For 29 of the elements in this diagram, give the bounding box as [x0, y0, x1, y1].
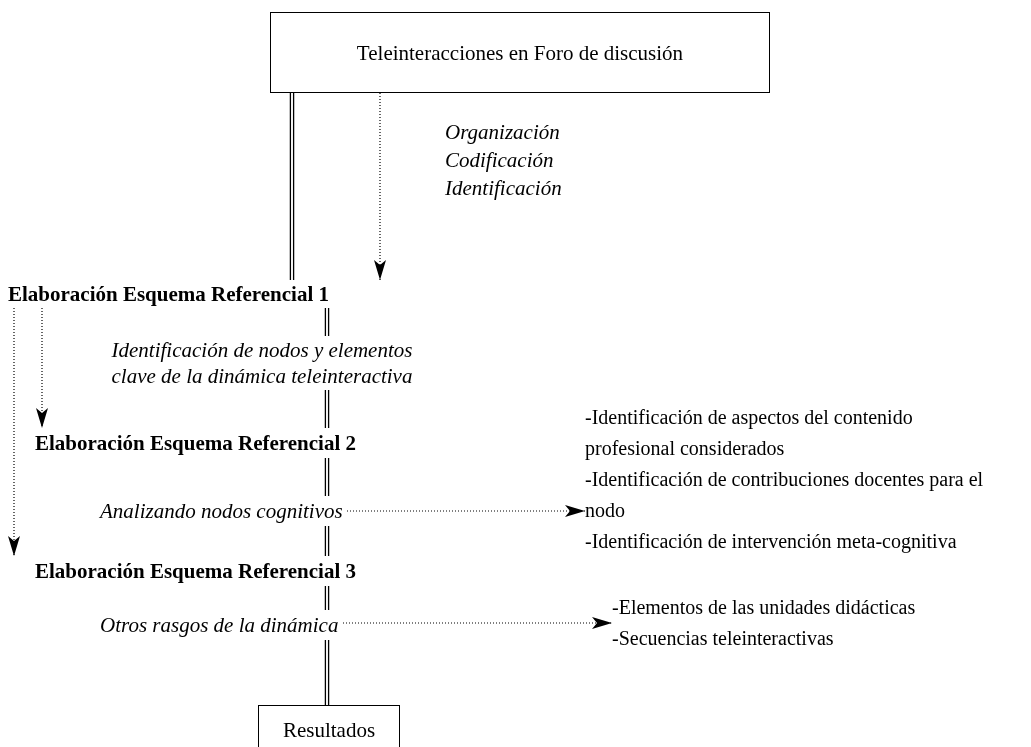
list-item: -Elementos de las unidades didácticas	[612, 595, 916, 620]
dotted-arrow	[36, 307, 48, 429]
dotted-arrow	[8, 307, 20, 557]
list-item: -Identificación de intervención meta-cognitiva	[585, 529, 957, 555]
dotted-arrow	[342, 617, 613, 629]
step-label: Codificación	[445, 147, 555, 174]
double-line-connector	[324, 585, 330, 611]
box-title: Resultados	[282, 716, 376, 744]
step-label: Organización	[445, 119, 561, 146]
heading-text: Elaboración Esquema Referencial 2	[35, 430, 356, 457]
step-text: Analizando nodos cognitivos	[100, 498, 343, 524]
step-text: Identificación de nodos y elementos clave de la dinámica teleinteractiva	[110, 337, 414, 389]
step-text: Otros rasgos de la dinámica	[100, 612, 339, 638]
list-item: -Identificación de aspectos del contenido profesional considerados	[585, 405, 914, 462]
heading-text: Elaboración Esquema Referencial 3	[35, 558, 356, 585]
double-line-connector	[324, 525, 330, 557]
box-title: Teleinteracciones en Foro de discusión	[356, 39, 684, 67]
result-box	[258, 705, 400, 747]
double-line-connector	[324, 639, 330, 706]
double-line-connector	[289, 92, 295, 281]
double-line-connector	[324, 389, 330, 429]
double-line-connector	[324, 457, 330, 497]
list-item: -Secuencias teleinteractivas	[612, 626, 834, 651]
step-label: Identificación	[445, 175, 562, 202]
heading-text: Elaboración Esquema Referencial 1	[8, 281, 329, 308]
list-item: -Identificación de contribuciones docentes para el nodo	[585, 467, 985, 523]
dotted-arrow	[346, 505, 586, 517]
double-line-connector	[324, 307, 330, 337]
process-box	[270, 12, 770, 93]
